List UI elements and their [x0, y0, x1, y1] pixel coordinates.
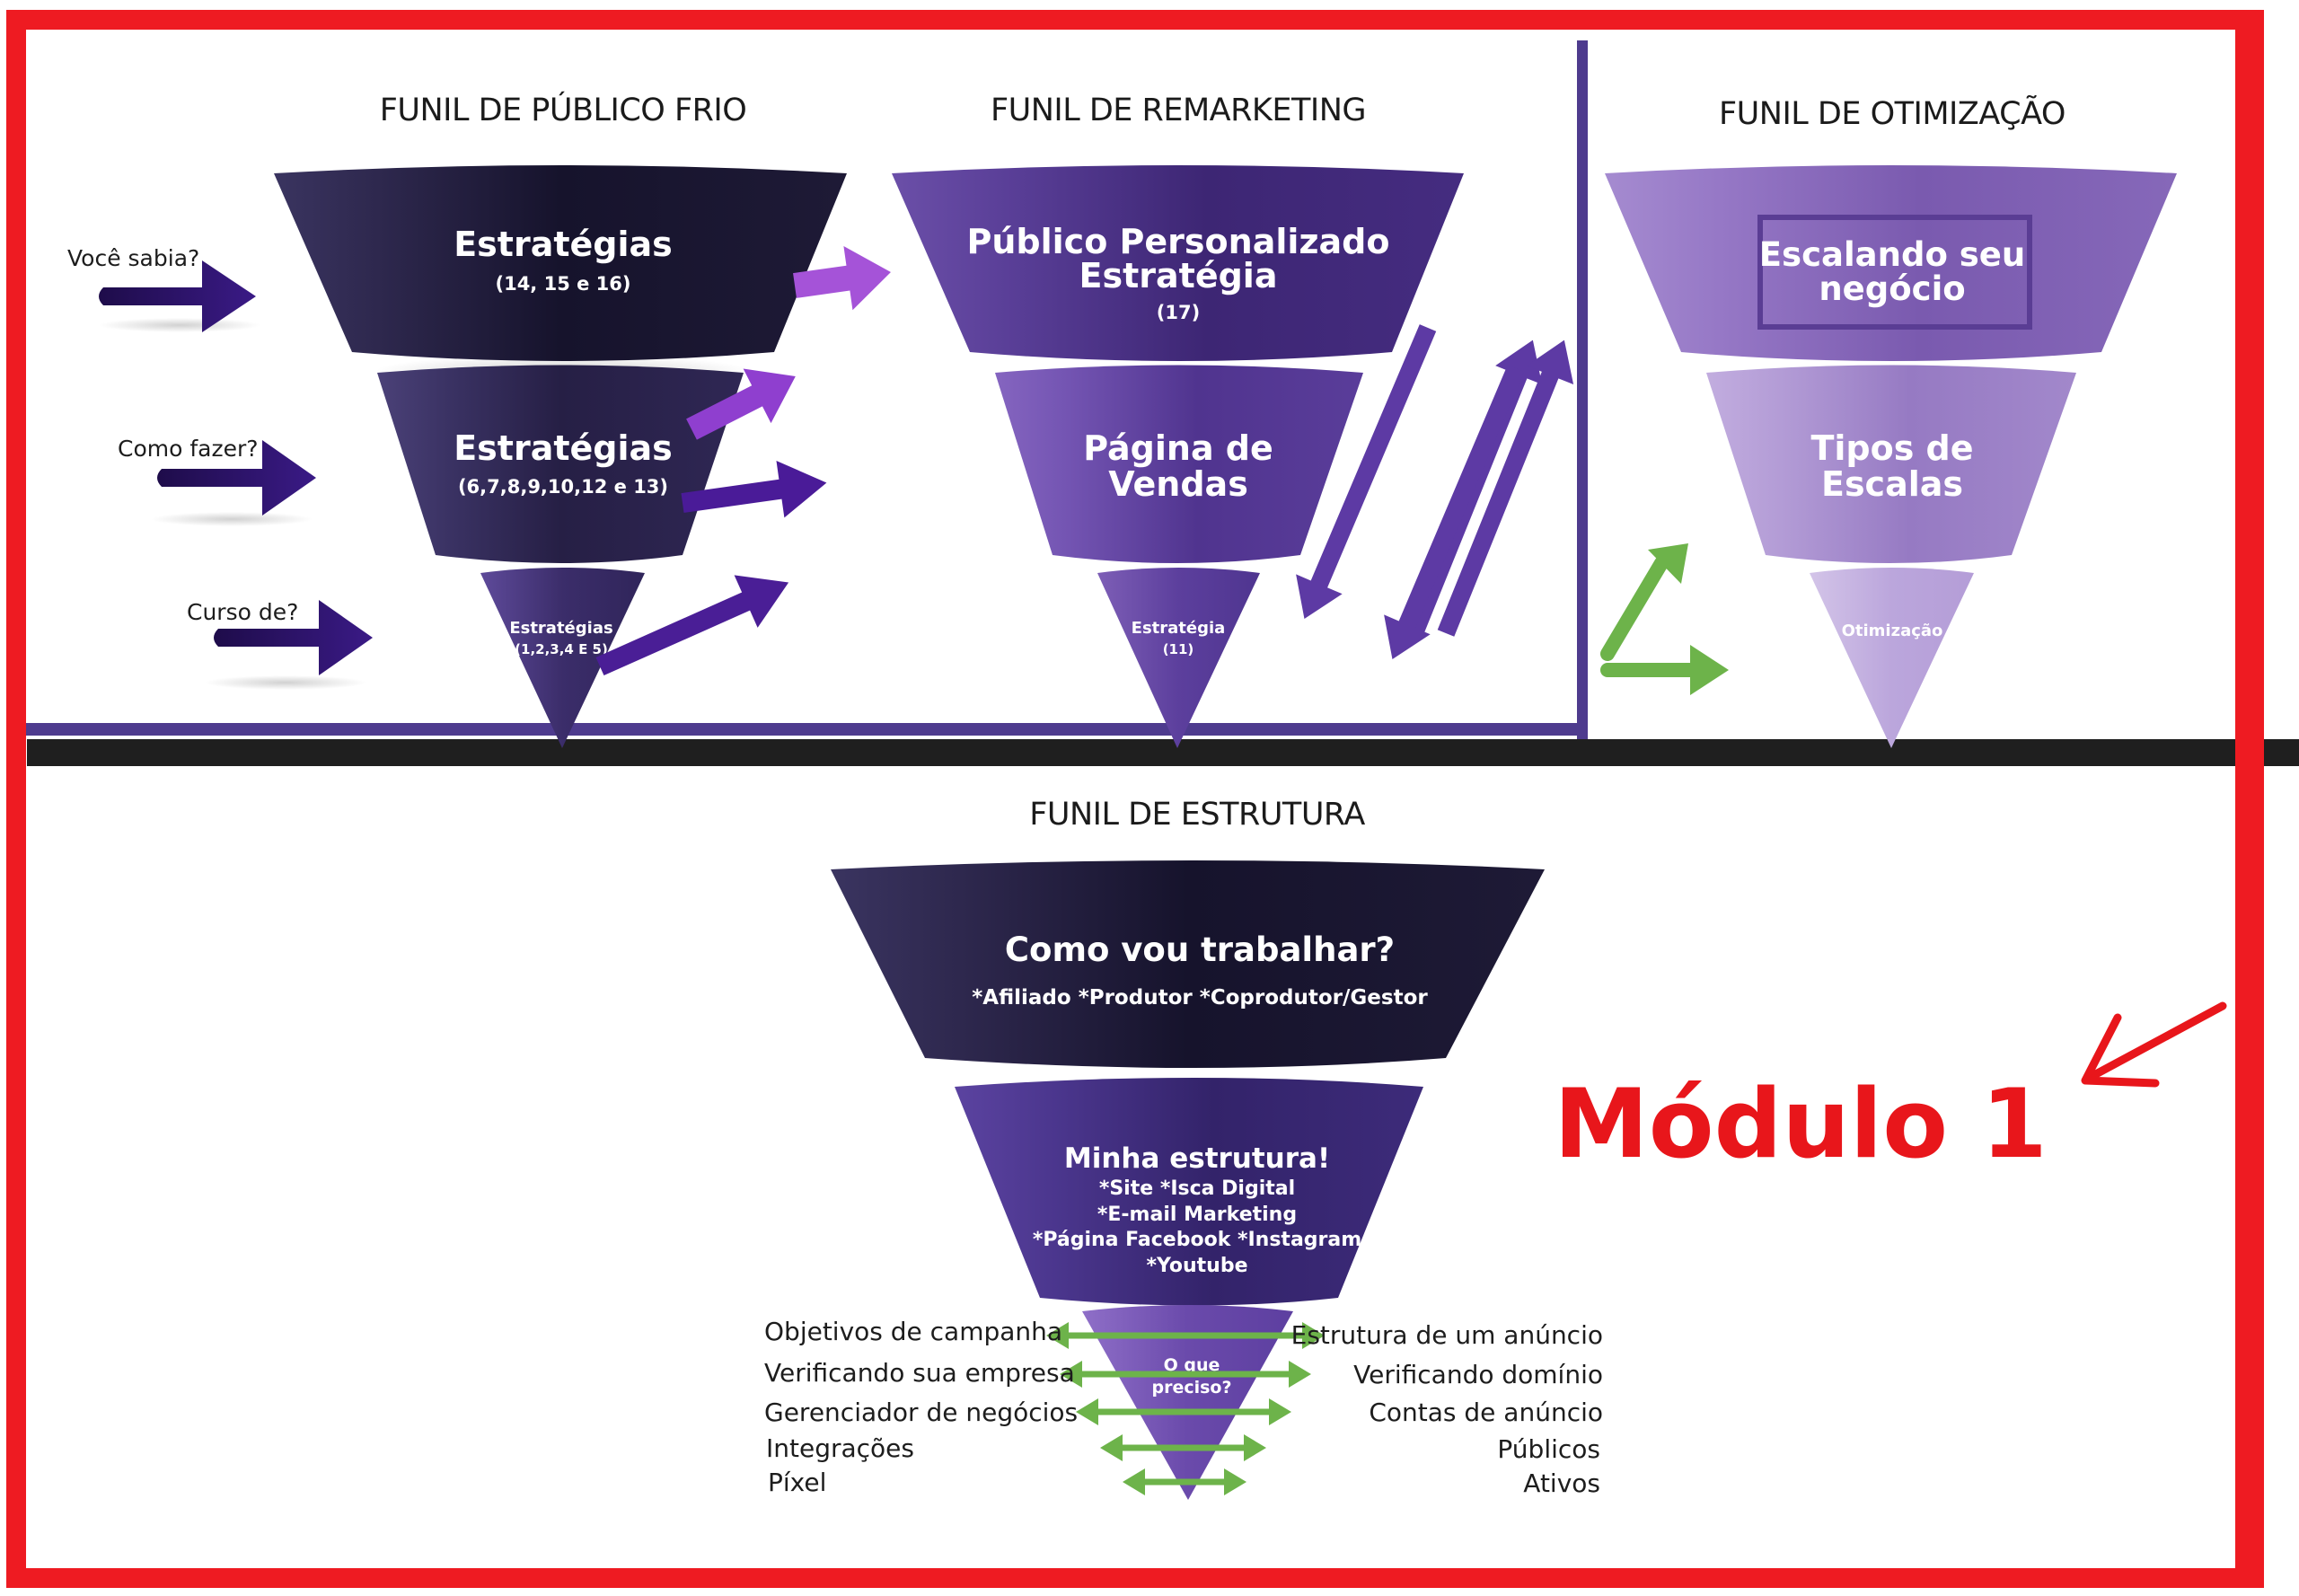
- frio-mid-section: [377, 365, 744, 563]
- remarketing-tip-sub: (11): [1163, 641, 1194, 657]
- otimizacao-mid-line2: Escalas: [1821, 464, 1963, 504]
- estrutura-right-item: Estrutura de um anúncio: [1291, 1320, 1603, 1350]
- side-label-voce-sabia: Você sabia?: [67, 245, 199, 271]
- side-label-curso-de: Curso de?: [187, 599, 298, 625]
- arrow-diagonal-icon: [793, 245, 891, 311]
- section-divider-vertical: [1577, 40, 1588, 739]
- frio-tip-sub: (1,2,3,4 E 5): [515, 641, 608, 657]
- remarketing-funnel: Público Personalizado Estratégia (17) Pá…: [892, 165, 1464, 748]
- estrutura-mid-line: *Youtube: [1146, 1255, 1247, 1277]
- estrutura-right-item: Verificando domínio: [1353, 1360, 1603, 1389]
- otimizacao-top-section: [1605, 165, 2177, 361]
- frio-top-sub: (14, 15 e 16): [495, 273, 630, 295]
- frio-title: FUNIL DE PÚBLICO FRIO: [380, 91, 747, 128]
- estrutura-top-section: [831, 860, 1545, 1068]
- otimizacao-tip-title: Otimização: [1842, 622, 1943, 640]
- frio-top-section: [274, 165, 847, 361]
- estrutura-mid-title: Minha estrutura!: [1064, 1142, 1330, 1175]
- arrow-right-icon: [99, 260, 260, 332]
- double-arrow-icon: [1076, 1398, 1291, 1425]
- estrutura-tip-line1: O que: [1164, 1355, 1220, 1375]
- estrutura-left-item: Píxel: [768, 1468, 826, 1497]
- estrutura-mid-section: [955, 1078, 1423, 1306]
- arrow-diagonal-icon: [1296, 324, 1574, 660]
- remarketing-mid-section: [995, 365, 1363, 563]
- remarketing-title: FUNIL DE REMARKETING: [991, 93, 1366, 128]
- remarketing-top-section: [892, 165, 1464, 361]
- estrutura-left-item: Gerenciador de negócios: [764, 1398, 1078, 1427]
- estrutura-right-item: Públicos: [1497, 1434, 1600, 1464]
- estrutura-left-item: Integrações: [766, 1433, 914, 1463]
- remarketing-top-sub: (17): [1157, 302, 1200, 323]
- double-arrow-icon: [1060, 1361, 1311, 1388]
- double-arrow-icon: [1123, 1468, 1246, 1495]
- otimizacao-tip-section: [1810, 568, 1974, 748]
- arrow-diagonal-icon: [681, 461, 827, 518]
- estrutura-tip-section: [1082, 1305, 1293, 1500]
- section-divider-bottom: [25, 723, 1588, 736]
- estrutura-funnel: Como vou trabalhar? *Afiliado *Produtor …: [831, 860, 1545, 1500]
- estrutura-right-item: Contas de anúncio: [1369, 1398, 1603, 1427]
- otimizacao-top-line1: Escalando seu: [1759, 235, 2025, 274]
- estrutura-tip-line2: preciso?: [1151, 1378, 1231, 1398]
- section-divider-bar: [27, 739, 2299, 766]
- remarketing-top-line2: Estratégia: [1079, 256, 1278, 295]
- remarketing-top-line1: Público Personalizado: [967, 222, 1390, 261]
- frio-mid-sub: (6,7,8,9,10,12 e 13): [458, 476, 668, 498]
- estrutura-top-sub: *Afiliado *Produtor *Coprodutor/Gestor: [972, 986, 1428, 1010]
- otimizacao-highlight-box: [1757, 215, 2032, 330]
- remarketing-mid-line2: Vendas: [1108, 464, 1248, 504]
- modulo-label: Módulo 1: [1554, 1069, 2047, 1179]
- frio-tip-title: Estratégias: [509, 619, 612, 638]
- frio-top-title: Estratégias: [454, 225, 673, 264]
- estrutura-mid-line: *Site *Isca Digital: [1099, 1177, 1295, 1200]
- estrutura-left-item: Verificando sua empresa: [764, 1358, 1075, 1388]
- frio-tip-section: [480, 568, 645, 748]
- side-label-como-fazer: Como fazer?: [118, 436, 259, 462]
- otimizacao-mid-section: [1706, 365, 2076, 563]
- estrutura-title: FUNIL DE ESTRUTURA: [1029, 797, 1365, 833]
- arrow-right-icon: [151, 440, 316, 526]
- arrow-diagonal-icon: [686, 368, 796, 440]
- remarketing-tip-title: Estratégia: [1132, 619, 1226, 638]
- remarketing-mid-line1: Página de: [1083, 428, 1273, 468]
- double-arrow-icon: [1600, 543, 1729, 695]
- otimizacao-title: FUNIL DE OTIMIZAÇÃO: [1719, 94, 2066, 132]
- remarketing-tip-section: [1097, 568, 1260, 748]
- arrow-right-icon: [205, 600, 373, 690]
- estrutura-top-title: Como vou trabalhar?: [1005, 930, 1395, 969]
- estrutura-left-item: Objetivos de campanha: [764, 1317, 1062, 1346]
- estrutura-mid-line: *E-mail Marketing: [1097, 1204, 1297, 1226]
- estrutura-right-item: Ativos: [1523, 1468, 1600, 1498]
- estrutura-mid-line: *Página Facebook *Instagram: [1033, 1229, 1361, 1251]
- frio-funnel: Estratégias (14, 15 e 16) Estratégias (6…: [274, 165, 847, 748]
- red-frame-right-edge: [2235, 10, 2264, 1588]
- arrow-pointer-icon: [2081, 1001, 2227, 1088]
- double-arrow-icon: [1046, 1322, 1325, 1349]
- arrow-diagonal-icon: [595, 575, 789, 676]
- otimizacao-mid-line1: Tipos de: [1810, 428, 1973, 468]
- double-arrow-icon: [1100, 1434, 1266, 1461]
- frio-mid-title: Estratégias: [454, 428, 673, 468]
- otimizacao-top-line2: negócio: [1819, 269, 1965, 308]
- otimizacao-funnel: Escalando seu negócio Tipos de Escalas O…: [1605, 165, 2177, 748]
